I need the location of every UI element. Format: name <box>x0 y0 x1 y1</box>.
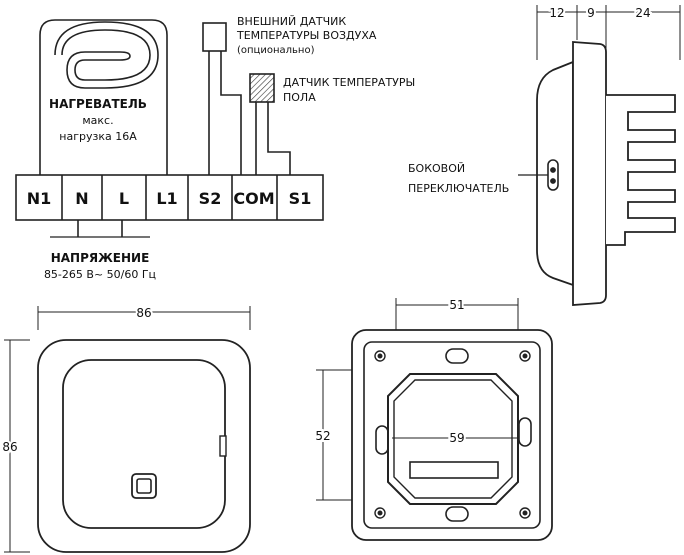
terminal-l: L <box>119 189 129 208</box>
floor-sensor-icon <box>249 73 275 103</box>
back-middle-dim: 59 <box>449 431 464 445</box>
floor-sensor-line2: ПОЛА <box>283 91 316 104</box>
terminal-n: N <box>75 189 88 208</box>
terminal-n1: N1 <box>27 189 52 208</box>
switch-label-line2: ПЕРЕКЛЮЧАТЕЛЬ <box>408 182 509 195</box>
front-height-dim: 86 <box>2 440 17 454</box>
voltage-value: 85-265 В~ 50/60 Гц <box>44 268 156 281</box>
ext-sensor-line3: (опционально) <box>237 45 315 56</box>
heater-coil-icon <box>39 19 168 175</box>
front-view <box>4 306 251 553</box>
side-switch-icon <box>547 159 559 191</box>
heater-load: нагрузка 16А <box>59 130 137 143</box>
dim-9: 9 <box>587 6 595 20</box>
air-sensor-icon <box>202 22 227 52</box>
ext-sensor-line2: ТЕМПЕРАТУРЫ ВОЗДУХА <box>236 29 377 42</box>
back-view <box>316 298 553 541</box>
terminal-s2: S2 <box>199 189 222 208</box>
heater-title: НАГРЕВАТЕЛЬ <box>49 97 147 111</box>
ext-sensor-line1: ВНЕШНИЙ ДАТЧИК <box>237 15 346 28</box>
dim-24: 24 <box>635 6 650 20</box>
dim-12: 12 <box>549 6 564 20</box>
wiring-diagram <box>39 19 291 237</box>
terminal-com: COM <box>233 189 274 208</box>
terminal-s1: S1 <box>289 189 312 208</box>
side-view <box>518 5 681 306</box>
back-top-dim: 51 <box>449 298 464 312</box>
heater-max: макс. <box>82 114 113 127</box>
back-left-dim: 52 <box>315 429 330 443</box>
switch-label-line1: БОКОВОЙ <box>408 162 465 175</box>
voltage-title: НАПРЯЖЕНИЕ <box>51 251 150 265</box>
front-width-dim: 86 <box>136 306 151 320</box>
terminal-l1: L1 <box>156 189 177 208</box>
terminal-block: N1 N L L1 S2 COM S1 <box>15 174 324 221</box>
floor-sensor-line1: ДАТЧИК ТЕМПЕРАТУРЫ <box>283 76 415 89</box>
